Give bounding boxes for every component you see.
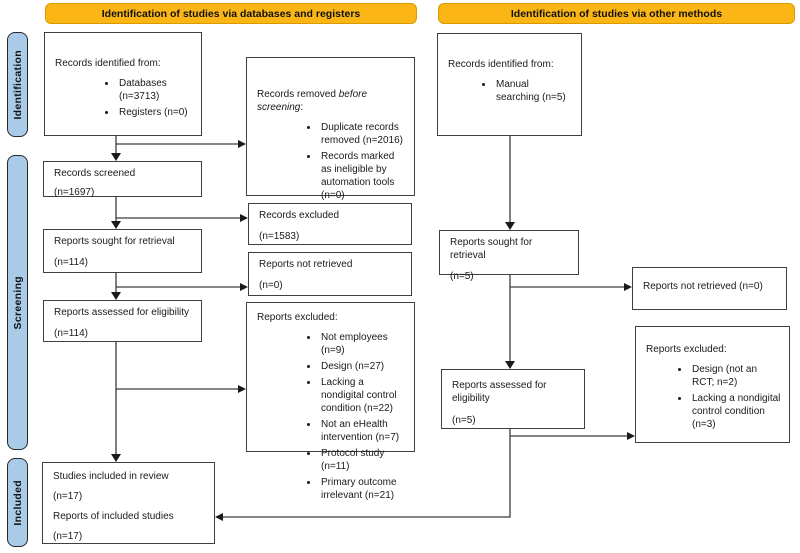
bullet-list: Duplicate records removed (n=2016) Recor…: [257, 121, 406, 202]
box-count: (n=114): [54, 257, 89, 268]
list-item: Manual searching (n=5): [494, 78, 573, 104]
header-databases-label: Identification of studies via databases …: [101, 7, 361, 20]
box-label: Records screened: [54, 168, 136, 179]
box-count: (n=17): [53, 491, 83, 502]
arrow-other-assessed-to-included: [223, 429, 511, 518]
box-studies-included: Studies included in review (n=17) Report…: [42, 462, 215, 544]
box-records-removed: Records removed before screening: Duplic…: [246, 57, 415, 201]
box-label: Reports not retrieved: [259, 259, 353, 270]
list-item: Records marked as ineligible by automati…: [319, 150, 406, 202]
bullet-list: Databases (n=3713) Registers (n=0): [55, 77, 193, 119]
list-item: Not an eHealth intervention (n=7): [319, 418, 406, 444]
arrowhead-down-icon: [505, 361, 515, 369]
box-reports-excluded: Reports excluded: Not employees (n=9) De…: [246, 302, 415, 501]
box-other-reports-assessed: Reports assessed for eligibility (n=5): [441, 369, 585, 429]
arrowhead-down-icon: [111, 153, 121, 161]
box-count: (n=114): [54, 328, 89, 339]
box-count: (n=5): [450, 271, 474, 282]
list-item: Design (not an RCT; n=2): [690, 363, 781, 389]
list-item: Registers (n=0): [117, 106, 193, 119]
header-other-label: Identification of studies via other meth…: [510, 7, 723, 20]
box-count: (n=0): [259, 280, 283, 291]
box-reports-assessed: Reports assessed for eligibility (n=114): [43, 300, 202, 342]
header-databases-registers: Identification of studies via databases …: [45, 3, 417, 24]
box-reports-sought: Reports sought for retrieval (n=114): [43, 229, 202, 273]
list-item: Lacking a nondigital control condition (…: [690, 392, 781, 431]
arrowhead-left-icon: [215, 513, 223, 521]
box-count: (n=5): [452, 415, 476, 426]
arrowhead-right-icon: [238, 385, 246, 393]
stage-bar-identification: Identification: [7, 32, 28, 137]
arrowhead-down-icon: [111, 292, 121, 300]
box-label: Reports of included studies: [53, 511, 174, 522]
bullet-list: Manual searching (n=5): [448, 78, 573, 104]
stage-bar-screening: Screening: [7, 155, 28, 450]
box-label: Reports sought for retrieval: [54, 236, 175, 247]
list-item: Databases (n=3713): [117, 77, 193, 103]
arrowhead-right-icon: [238, 140, 246, 148]
box-label: Records identified from:: [55, 58, 161, 69]
arrowhead-down-icon: [111, 454, 121, 462]
box-records-screened: Records screened (n=1697): [43, 161, 202, 198]
arrowhead-right-icon: [627, 432, 635, 440]
box-other-records-identified: Records identified from: Manual searchin…: [437, 33, 582, 136]
box-reports-not-retrieved: Reports not retrieved (n=0): [248, 252, 412, 296]
list-item: Design (n=27): [319, 360, 406, 373]
list-item: Protocol study (n=11): [319, 447, 406, 473]
box-label: Reports assessed for eligibility: [452, 380, 547, 404]
box-count: (n=1697): [54, 187, 95, 198]
arrowhead-down-icon: [111, 221, 121, 229]
box-label: Records excluded: [259, 210, 340, 221]
box-label: Reports excluded:: [257, 312, 338, 323]
box-label: Reports excluded:: [646, 344, 727, 355]
list-item: Not employees (n=9): [319, 331, 406, 357]
box-other-reports-not-retrieved: Reports not retrieved (n=0): [632, 267, 787, 310]
arrowhead-right-icon: [624, 283, 632, 291]
box-other-reports-excluded: Reports excluded: Design (not an RCT; n=…: [635, 326, 790, 443]
arrowhead-down-icon: [505, 222, 515, 230]
box-other-reports-sought: Reports sought for retrieval (n=5): [439, 230, 579, 282]
box-records-excluded: Records excluded (n=1583): [248, 203, 412, 245]
arrowhead-right-icon: [240, 283, 248, 291]
header-other-methods: Identification of studies via other meth…: [438, 3, 795, 24]
box-label: Reports sought for retrieval: [450, 237, 533, 261]
box-label: Reports not retrieved (n=0): [643, 281, 763, 292]
label-italic: before screening: [257, 89, 368, 113]
box-label: Studies included in review: [53, 471, 169, 482]
box-count: (n=17): [53, 531, 83, 542]
box-label: Reports assessed for eligibility: [54, 307, 190, 318]
bullet-list: Design (not an RCT; n=2) Lacking a nondi…: [646, 363, 781, 431]
label-prefix: Records removed: [257, 89, 339, 100]
list-item: Duplicate records removed (n=2016): [319, 121, 406, 147]
list-item: Primary outcome irrelevant (n=21): [319, 476, 406, 502]
bullet-list: Not employees (n=9) Design (n=27) Lackin…: [257, 331, 406, 502]
label-suffix: :: [300, 102, 304, 113]
box-label: Records removed before screening:: [257, 88, 406, 114]
box-records-identified-databases: Records identified from: Databases (n=37…: [44, 32, 202, 136]
arrowhead-right-icon: [240, 214, 248, 222]
box-count: (n=1583): [259, 231, 300, 242]
box-label: Records identified from:: [448, 59, 554, 70]
stage-bar-included: Included: [7, 458, 28, 547]
list-item: Lacking a nondigital control condition (…: [319, 376, 406, 415]
